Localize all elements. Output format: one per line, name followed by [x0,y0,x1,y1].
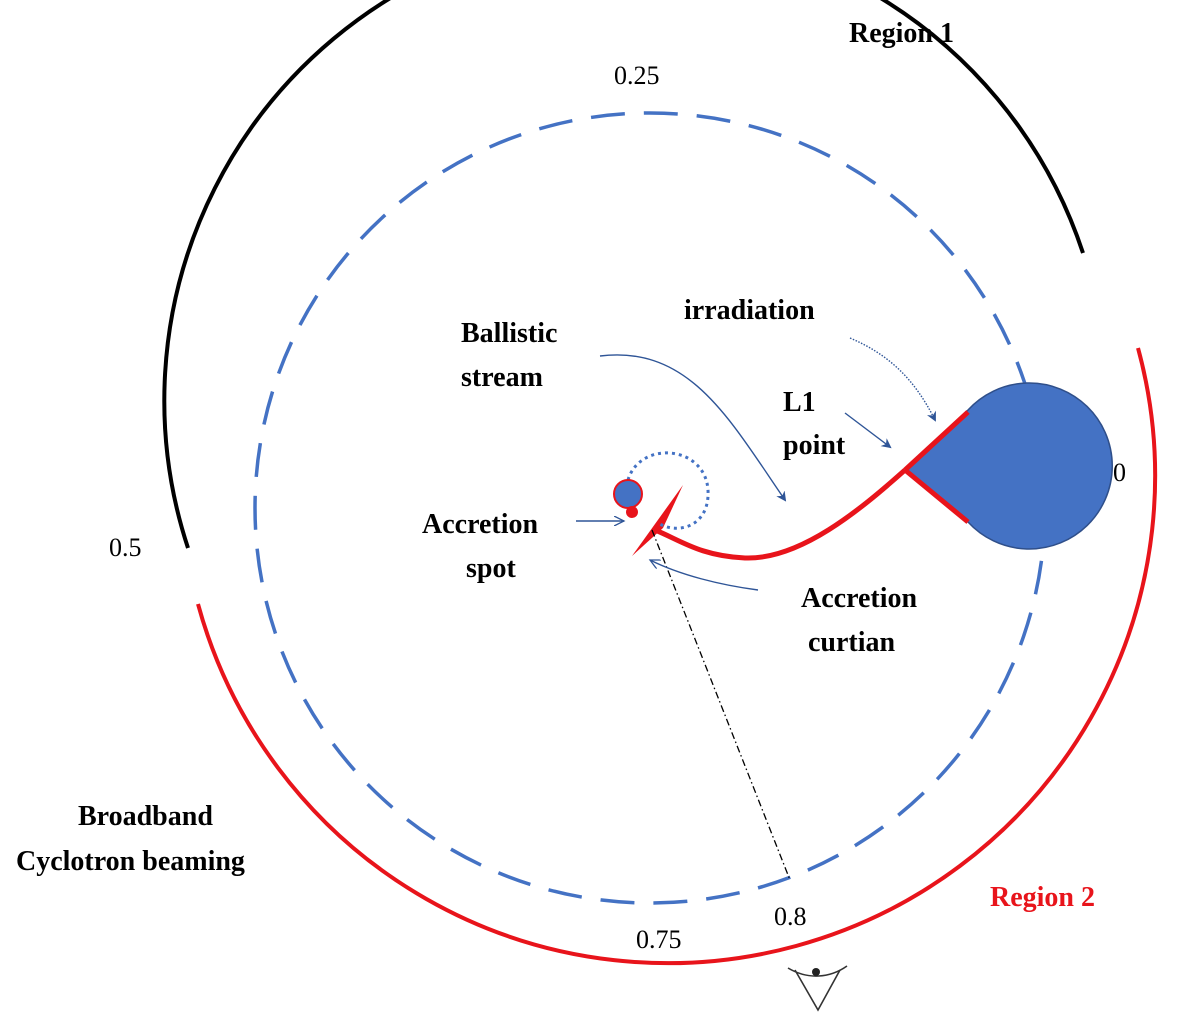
accretion-spot-dot [626,506,638,518]
phase-label-05: 0.5 [109,533,142,562]
phase-label-025: 0.25 [614,61,660,90]
ballistic-stream-label-1: Ballistic [461,318,557,349]
accretion-curtain-label-2: curtian [808,627,896,658]
phase-label-075: 0.75 [636,925,682,954]
irradiation-arrow [849,337,936,422]
region1-label: Region 1 [849,18,954,49]
white-dwarf [613,479,643,509]
magnetic-field-loop [626,451,710,530]
ballistic-stream-arrow [599,354,787,502]
broadband-label-2: Cyclotron beaming [16,846,245,877]
region2-label: Region 2 [990,882,1095,913]
region2-arc [196,347,1158,966]
irradiated-edge-lower [903,468,970,524]
broadband-label-1: Broadband [78,801,213,832]
ballistic-stream-label-2: stream [461,362,543,393]
accretion-curtain-label-1: Accretion [801,583,918,614]
secondary-star [903,382,1113,550]
irradiation-label: irradiation [684,295,815,326]
region1-arc [162,0,1085,549]
accretion-curtain-arrow [650,560,759,591]
observer-eye-icon [787,965,848,1012]
l1-point-label-2: point [783,430,846,461]
phase-label-08: 0.8 [774,902,807,931]
ballistic-stream-curve [654,468,907,561]
l1-point-arrow [844,412,892,449]
l1-point-label-1: L1 [783,387,816,418]
irradiated-edge-upper [903,410,970,472]
accretion-spot-label-2: spot [466,553,516,584]
phase-label-0: 0 [1113,458,1126,487]
orbit-circle [253,111,1047,905]
accretion-curtain-arrowhead [632,485,683,556]
line-of-sight [651,529,791,881]
accretion-spot-label-1: Accretion [422,509,539,540]
